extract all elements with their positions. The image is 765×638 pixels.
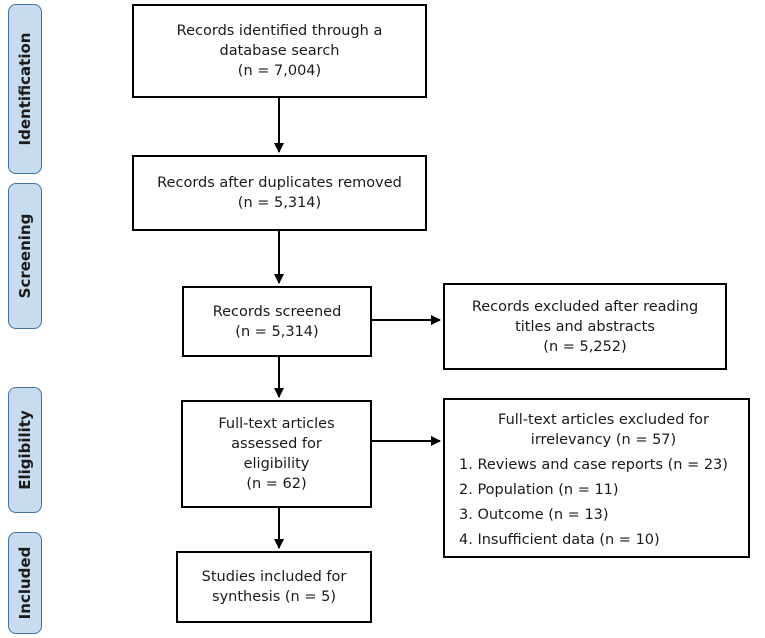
box-records-excluded-titles: Records excluded after reading titles an…	[443, 283, 727, 370]
box-records-screened: Records screened (n = 5,314)	[182, 286, 372, 357]
box-records-excluded-titles-line-1: Records excluded after reading	[471, 298, 699, 315]
box-studies-included: Studies included for synthesis (n = 5)	[176, 551, 372, 623]
box-records-excluded-titles-line-3: (n = 5,252)	[543, 338, 627, 355]
box-records-after-duplicates: Records after duplicates removed (n = 5,…	[132, 155, 427, 231]
box-studies-included-line-1: Studies included for	[201, 569, 347, 585]
box-fulltext-excluded-heading-2: irrelevancy (n = 57)	[530, 432, 677, 448]
exclusion-reason-item: 3. Outcome (n = 13)	[459, 507, 609, 523]
box-records-identified-line-3: (n = 7,004)	[237, 63, 322, 79]
box-fulltext-excluded-heading-1: Full-text articles excluded for	[498, 412, 709, 428]
stage-tab-included: Included	[8, 532, 42, 634]
box-records-screened-line-2: (n = 5,314)	[235, 323, 319, 340]
stage-tab-screening: Screening	[8, 183, 42, 329]
box-fulltext-assessed: Full-text articles assessed for eligibil…	[181, 400, 372, 508]
box-fulltext-excluded: Full-text articles excluded for irreleva…	[443, 398, 750, 558]
stage-tab-identification: Identification	[8, 4, 42, 174]
box-records-identified-line-2: database search	[219, 43, 340, 59]
box-records-screened-line-1: Records screened	[212, 303, 342, 320]
exclusion-reason-item: 4. Insufficient data (n = 10)	[459, 532, 660, 548]
box-records-after-duplicates-line-2: (n = 5,314)	[237, 195, 322, 211]
box-records-after-duplicates-line-1: Records after duplicates removed	[157, 175, 402, 191]
box-fulltext-assessed-line-2: assessed for	[231, 436, 322, 452]
box-fulltext-assessed-line-1: Full-text articles	[218, 416, 335, 432]
box-records-identified: Records identified through a database se…	[132, 4, 427, 98]
box-studies-included-line-2: synthesis (n = 5)	[212, 589, 336, 605]
box-fulltext-assessed-line-4: (n = 62)	[246, 476, 307, 492]
exclusion-reason-item: 2. Population (n = 11)	[459, 482, 619, 498]
stage-tab-eligibility: Eligibility	[8, 387, 42, 513]
box-records-identified-line-1: Records identified through a	[176, 23, 383, 39]
box-records-excluded-titles-line-2: titles and abstracts	[515, 318, 655, 335]
exclusion-reason-item: 1. Reviews and case reports (n = 23)	[459, 457, 728, 473]
box-fulltext-assessed-line-3: eligibility	[243, 456, 310, 472]
